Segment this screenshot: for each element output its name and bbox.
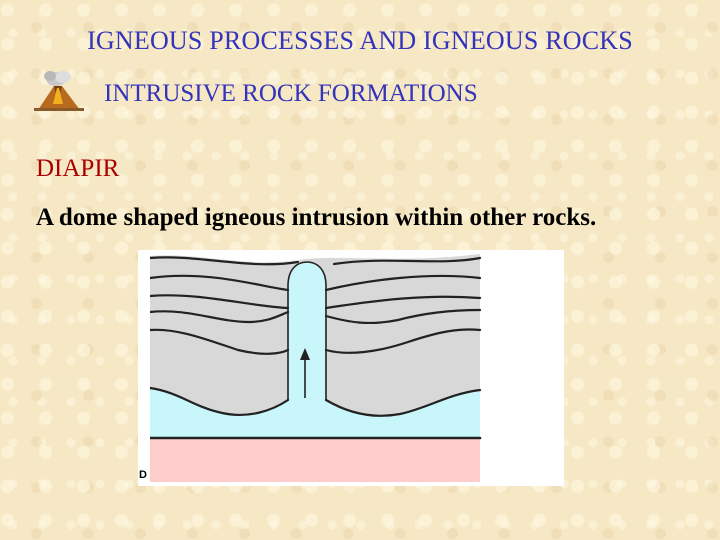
rising-arrow <box>300 348 310 398</box>
magma-diapir <box>150 262 480 438</box>
diapir-diagram: D <box>138 250 564 486</box>
volcano-icon <box>30 70 86 112</box>
topic-description: A dome shaped igneous intrusion within o… <box>36 204 597 231</box>
section-subtitle: INTRUSIVE ROCK FORMATIONS <box>104 80 478 107</box>
topic-heading: DIAPIR <box>36 155 120 182</box>
page-title: IGNEOUS PROCESSES AND IGNEOUS ROCKS <box>87 26 633 55</box>
basement-layer <box>150 438 480 482</box>
diagram-corner-label: D <box>139 469 147 481</box>
